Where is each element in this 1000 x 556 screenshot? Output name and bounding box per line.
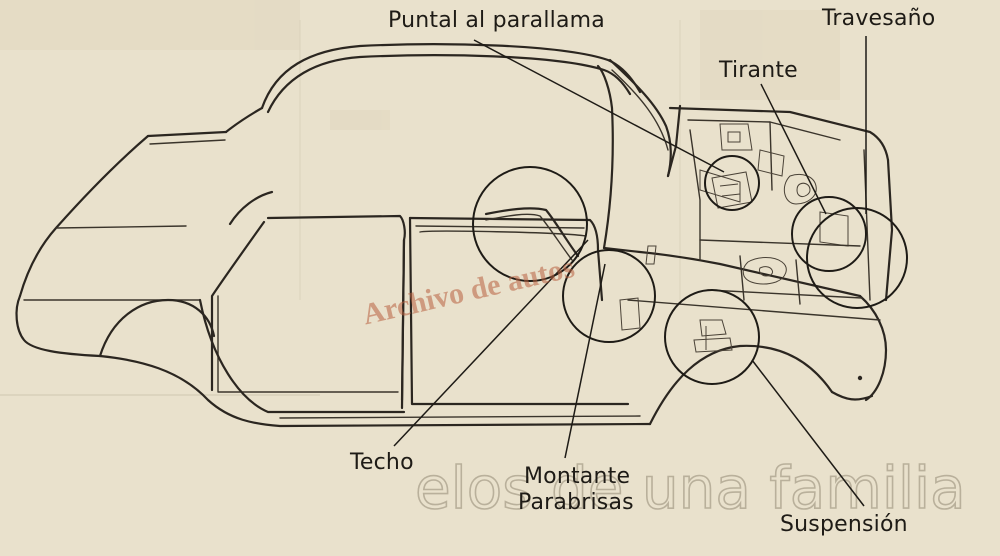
- label-suspension: Suspensión: [780, 512, 908, 537]
- leader-montante: [564, 263, 606, 459]
- background-title: elos de una familia: [415, 454, 966, 522]
- watermark: Archivo de autos: [360, 251, 578, 332]
- leader-lines: [393, 36, 867, 507]
- background-text-texture: [0, 20, 681, 396]
- circle-travesano: [806, 207, 908, 309]
- label-parabrisas: Parabrisas: [518, 490, 634, 515]
- leader-tirante: [760, 83, 827, 215]
- label-tirante: Tirante: [719, 58, 798, 83]
- circle-puntal: [704, 155, 760, 211]
- leader-suspension: [751, 359, 865, 507]
- label-travesano: Travesaño: [822, 6, 936, 31]
- label-montante: Montante: [524, 464, 631, 489]
- leader-techo: [393, 239, 589, 447]
- circle-techo: [472, 166, 588, 282]
- circle-montante: [562, 249, 656, 343]
- leader-puntal: [473, 39, 725, 173]
- circle-tirante: [791, 196, 867, 272]
- detail-circles: [472, 155, 908, 385]
- label-puntal-al-parallama: Puntal al parallama: [388, 8, 605, 33]
- car-body-outline: [15, 43, 894, 428]
- label-techo: Techo: [350, 450, 414, 475]
- circle-suspension: [664, 289, 760, 385]
